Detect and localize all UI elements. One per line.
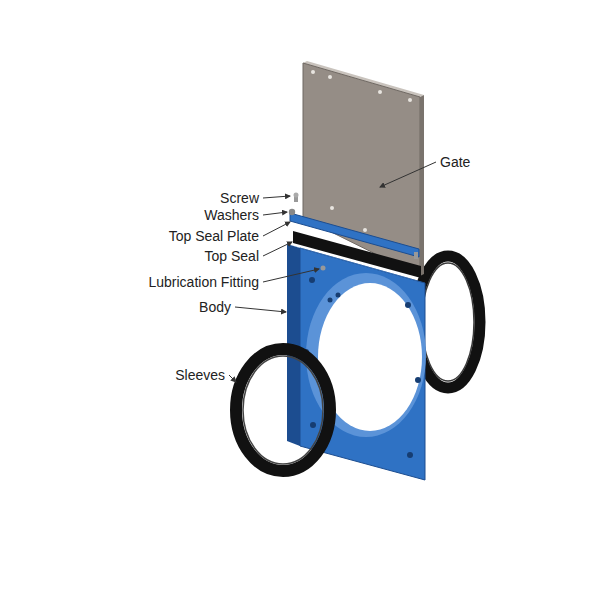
part-label: Body: [199, 298, 231, 316]
sleeve-ring: [416, 256, 480, 388]
screw-head: [294, 193, 299, 198]
sleeve-ring: [236, 349, 330, 471]
part-label: Screw: [220, 189, 259, 207]
sleeve-ring-edge: [243, 356, 323, 464]
washer: [289, 209, 295, 215]
leader-lines: [229, 162, 436, 382]
part-label: Top Seal Plate: [169, 227, 259, 245]
top-seal-plate: [290, 213, 419, 257]
part-label: Gate: [440, 153, 470, 171]
part-label: Washers: [204, 206, 259, 224]
gate-holes: [311, 70, 412, 248]
sleeve-ring-edge: [422, 263, 474, 381]
lubrication-fitting: [321, 266, 326, 271]
part-label: Sleeves: [175, 366, 225, 384]
part-label: Lubrication Fitting: [148, 273, 259, 291]
gate-side: [420, 95, 424, 276]
part-label: Top Seal: [205, 247, 259, 265]
screw: [414, 252, 418, 259]
